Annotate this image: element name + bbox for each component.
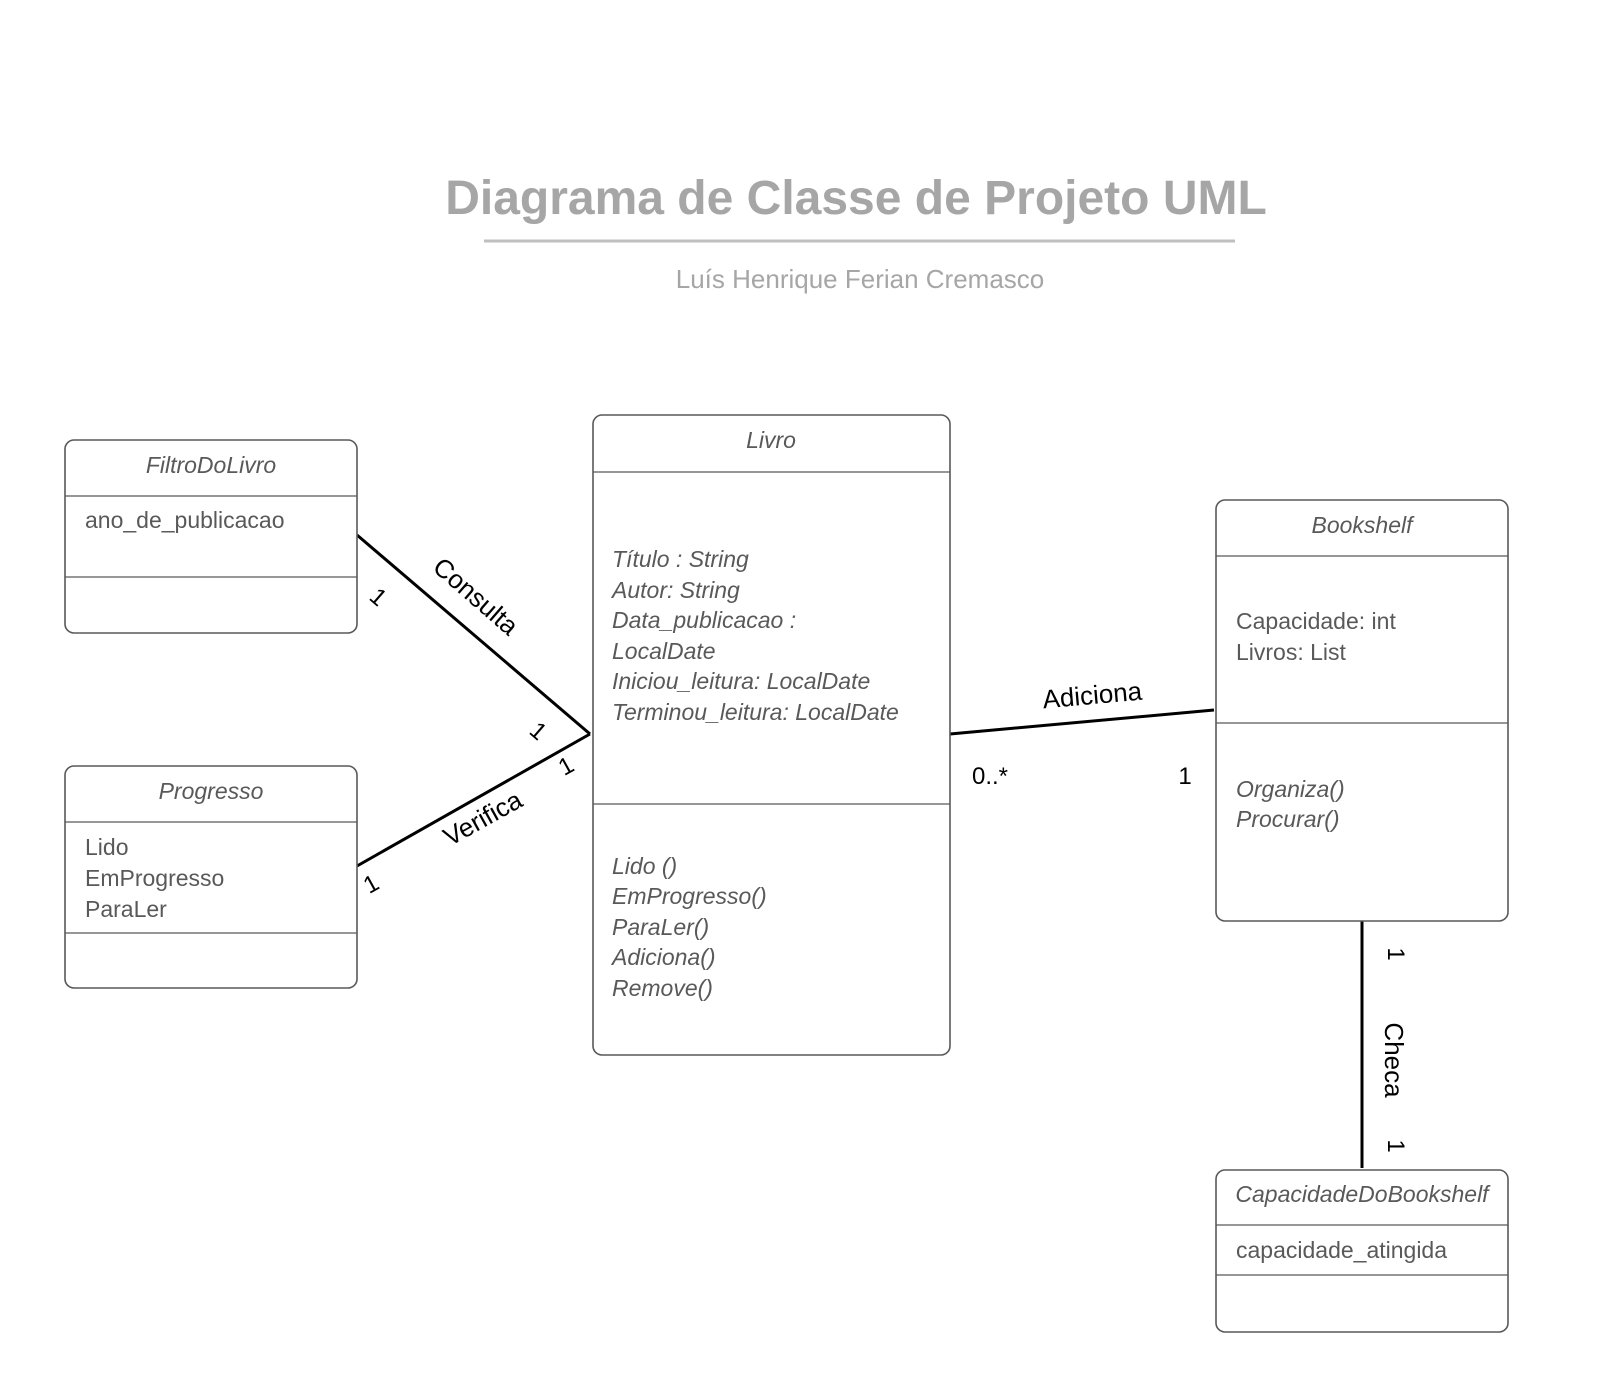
- class-box: [1215, 1169, 1509, 1333]
- class-name: Bookshelf: [1311, 512, 1415, 538]
- diagram-subtitle: Luís Henrique Ferian Cremasco: [676, 264, 1045, 294]
- class-method: ParaLer(): [612, 914, 709, 940]
- class-attribute: LocalDate: [612, 638, 716, 664]
- class-name: CapacidadeDoBookshelf: [1235, 1181, 1491, 1207]
- association-adiciona-line: [949, 708, 1215, 736]
- class-progresso[interactable]: Progresso Lido EmProgresso ParaLer: [64, 765, 358, 989]
- class-attribute: Capacidade: int: [1236, 608, 1396, 634]
- class-name: Livro: [746, 427, 796, 453]
- multiplicity-adiciona-target: 1: [1178, 763, 1191, 790]
- class-attribute: Título : String: [612, 546, 749, 572]
- class-attribute: ParaLer: [85, 896, 167, 922]
- class-method: Remove(): [612, 975, 713, 1001]
- multiplicity-verifica-source: 1: [359, 869, 384, 899]
- class-method: Procurar(): [1236, 806, 1340, 832]
- association-label-adiciona: Adiciona: [1041, 676, 1144, 715]
- multiplicity-verifica-target: 1: [554, 751, 579, 781]
- class-attribute: Data_publicacao :: [612, 607, 796, 633]
- class-method: Lido (): [612, 853, 677, 879]
- class-name: Progresso: [159, 778, 264, 804]
- class-box: [64, 439, 358, 634]
- class-attribute: Autor: String: [610, 577, 740, 603]
- multiplicity-consulta-target: 1: [524, 717, 552, 746]
- multiplicity-checa-target: 1: [1382, 1139, 1409, 1152]
- association-consulta-line: [356, 533, 591, 736]
- class-attribute: Terminou_leitura: LocalDate: [612, 699, 899, 725]
- class-method: Organiza(): [1236, 776, 1345, 802]
- class-name: FiltroDoLivro: [146, 452, 277, 478]
- class-method: EmProgresso(): [612, 883, 767, 909]
- class-method: Adiciona(): [610, 944, 716, 970]
- class-capacidade-do-bookshelf[interactable]: CapacidadeDoBookshelf capacidade_atingid…: [1215, 1169, 1509, 1333]
- class-livro[interactable]: Livro Título : String Autor: String Data…: [592, 414, 951, 1056]
- multiplicity-adiciona-source: 0..*: [972, 763, 1008, 790]
- association-label-consulta: Consulta: [427, 551, 525, 641]
- class-filtro-do-livro[interactable]: FiltroDoLivro ano_de_publicacao: [64, 439, 358, 634]
- class-attribute: Iniciou_leitura: LocalDate: [612, 668, 870, 694]
- class-attribute: EmProgresso: [85, 865, 224, 891]
- association-verifica-line: [356, 732, 591, 868]
- multiplicity-consulta-source: 1: [364, 583, 392, 612]
- class-attribute: ano_de_publicacao: [85, 507, 285, 533]
- multiplicity-checa-source: 1: [1382, 947, 1409, 960]
- diagram-title: Diagrama de Classe de Projeto UML: [445, 172, 1267, 225]
- class-attribute: capacidade_atingida: [1236, 1237, 1447, 1263]
- class-bookshelf[interactable]: Bookshelf Capacidade: int Livros: List O…: [1215, 499, 1509, 922]
- class-attribute: Livros: List: [1236, 639, 1347, 665]
- class-box: [1215, 499, 1509, 922]
- class-attribute: Lido: [85, 834, 128, 860]
- association-label-checa: Checa: [1379, 1022, 1409, 1098]
- class-box: [592, 414, 951, 1056]
